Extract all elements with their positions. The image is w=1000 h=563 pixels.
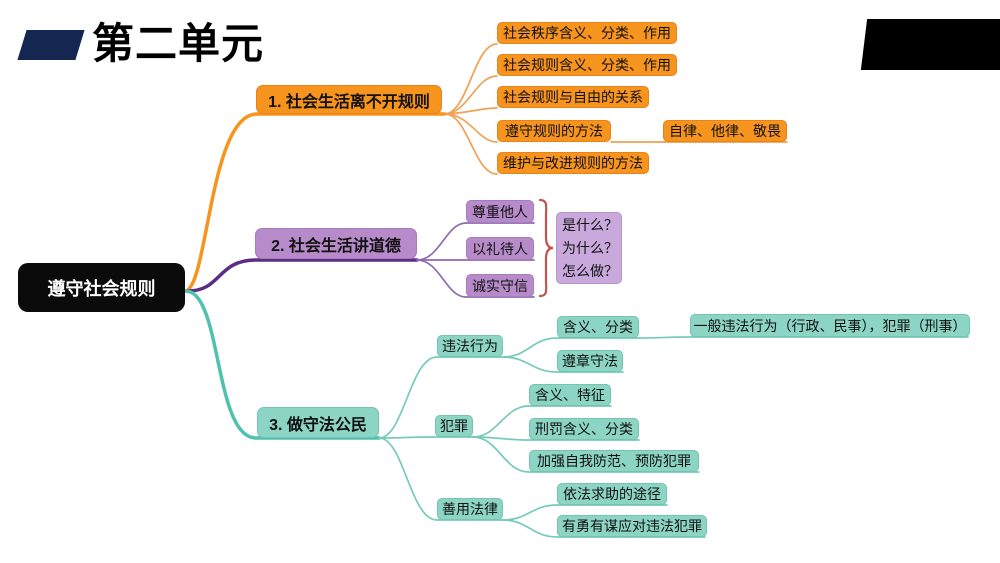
crime-item-penalty: 刑罚含义、分类 [529,418,639,440]
summary-line-what: 是什么？ [562,216,618,233]
branch3-node: 3. 做守法公民 [257,407,379,438]
branch2-sublines [416,222,535,298]
branch2-child-courtesy: 以礼待人 [466,237,534,260]
branch1-child-freedom: 社会规则与自由的关系 [497,86,649,108]
branch1-methods-detail: 自律、他律、敬畏 [663,120,787,142]
law-item-courage: 有勇有谋应对违法犯罪 [557,515,707,537]
illegal-detail-node: 一般违法行为（行政、民事），犯罪（刑事） [690,314,970,337]
root-node: 遵守社会规则 [18,263,185,312]
branch2-child-respect: 尊重他人 [466,200,534,223]
branch1-child-improve: 维护与改进规则的方法 [497,152,649,174]
branch1-line [184,112,447,293]
summary-line-why: 为什么？ [562,239,618,256]
crime-item-features: 含义、特征 [529,384,611,406]
law-item-help: 依法求助的途径 [557,483,667,505]
branch3-line [184,289,381,440]
crime-item-prevention: 加强自我防范、预防犯罪 [529,450,699,472]
page-title: 第二单元 [92,20,265,67]
branch3-illegal-node: 违法行为 [437,335,503,357]
branch3-sublines [378,336,969,538]
branch2-child-honesty: 诚实守信 [466,274,534,297]
branch2-summary-box: 是什么？ 为什么？ 怎么做？ [556,212,622,284]
branch3-crime-node: 犯罪 [435,415,473,437]
branch3-law-node: 善用法律 [437,498,503,520]
branch2-node: 2. 社会生活讲道德 [255,228,417,259]
illegal-item-meaning: 含义、分类 [557,316,639,338]
branch1-child-order: 社会秩序含义、分类、作用 [497,22,677,44]
branch1-child-methods: 遵守规则的方法 [497,120,611,142]
branch2-line [184,258,419,293]
branch1-sublines [444,43,788,175]
illegal-item-obey: 遵章守法 [557,350,623,372]
branch1-child-rules: 社会规则含义、分类、作用 [497,54,677,76]
summary-line-how: 怎么做？ [562,262,618,279]
grouping-brace [538,198,554,298]
branch1-node: 1. 社会生活离不开规则 [256,85,442,114]
